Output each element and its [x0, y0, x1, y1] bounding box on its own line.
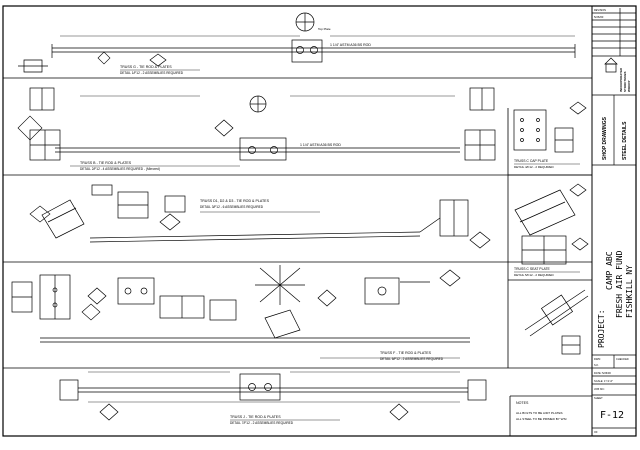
truss-g-rod-label: 1 1/4" ASTM A36 BS ROD	[330, 43, 371, 47]
sheet-number: F-12	[600, 410, 624, 421]
truss-d-detail: DETAIL 3/F12 - 6 ASSEMBLIES REQUIRED	[200, 205, 264, 209]
title-block	[592, 8, 636, 429]
truss-j-detail: DETAIL 7/F12 - 2 ASSEMBLIES REQUIRED	[230, 421, 294, 425]
truss-c-seat-drawing	[514, 183, 589, 273]
truss-g-detail: DETAIL 1/F12 - 2 ASSEMBLIES REQUIRED	[120, 71, 184, 75]
truss-d-drawing	[29, 184, 491, 249]
truss-c-seat-detail: DETAIL 5/F12 - 2 REQUIRED	[514, 273, 555, 277]
revision-date: 5/26/00	[594, 15, 604, 19]
drawn-label: DWN:	[594, 357, 601, 361]
truss-j-title: TRUSS J - TIE ROD & PLATES	[230, 415, 281, 419]
truss-c-cap-drawing	[513, 101, 587, 165]
truss-j-drawing	[59, 371, 487, 421]
notes-line-1: ALL BOLTS TO BE A307 PLATES	[516, 411, 563, 415]
truss-b-detail: DETAIL 2/F12 - 4 ASSEMBLIES REQUIRED - (…	[80, 167, 160, 171]
firm-name-3: INCORPORATED	[619, 67, 623, 92]
truss-d-title: TRUSS D1, D2 & D3 - TIE ROD & PLATES	[200, 199, 270, 203]
truss-g-title: TRUSS G - TIE ROD & PLATES	[120, 65, 172, 69]
truss-f-drawing	[11, 265, 470, 359]
truss-g-top-plate: Top Plate	[318, 27, 331, 31]
truss-c-cap-title: TRUSS C CAP PLATE	[514, 159, 549, 163]
checked-label: CHECKED	[616, 357, 629, 361]
truss-b-rod-label: 1 1/4" ASTM A36 BS ROD	[300, 143, 341, 147]
drawn-value: S.K.	[594, 363, 599, 367]
truss-g-drawing	[18, 12, 576, 73]
project-label: PROJECT:	[597, 309, 606, 348]
detail-key-diagram	[524, 289, 589, 355]
notes-heading: NOTES	[516, 401, 529, 405]
date-label: DATE: 5/26/00	[594, 371, 611, 375]
project-line-2: FRESH AIR FUND	[615, 250, 624, 318]
scale-label: SCALE: 1"=1'-0"	[594, 379, 613, 383]
sheet-type-2: STEEL DETAILS	[622, 121, 628, 160]
truss-b-title: TRUSS B - TIE ROD & PLATES	[80, 161, 132, 165]
truss-f-detail: DETAIL 6/F12 - 2 ASSEMBLIES REQUIRED	[380, 357, 444, 361]
truss-c-seat-title: TRUSS C SEAT PLATE	[514, 267, 551, 271]
revision-label: REVISION	[594, 9, 606, 12]
sheet-of: OF	[594, 430, 598, 434]
truss-f-title: TRUSS F - TIE ROD & PLATES	[380, 351, 432, 355]
project-name: CAMP ABC	[605, 251, 614, 290]
job-label: JOB NO.:	[594, 387, 605, 391]
truss-c-cap-detail: DETAIL 4/F12 - 2 REQUIRED	[514, 165, 555, 169]
project-line-3: FISHKILL NY	[625, 265, 634, 318]
sheet-label: SHEET	[594, 396, 603, 400]
firm-name-1: WOODY	[627, 80, 631, 92]
sheet-type-1: SHOP DRAWINGS	[602, 116, 608, 160]
notes-line-2: ALL STEEL TO BE PRIMED BY WSI	[516, 417, 567, 421]
truss-b-drawing	[17, 87, 496, 167]
firm-name-2: STRUCTURES	[623, 71, 627, 92]
